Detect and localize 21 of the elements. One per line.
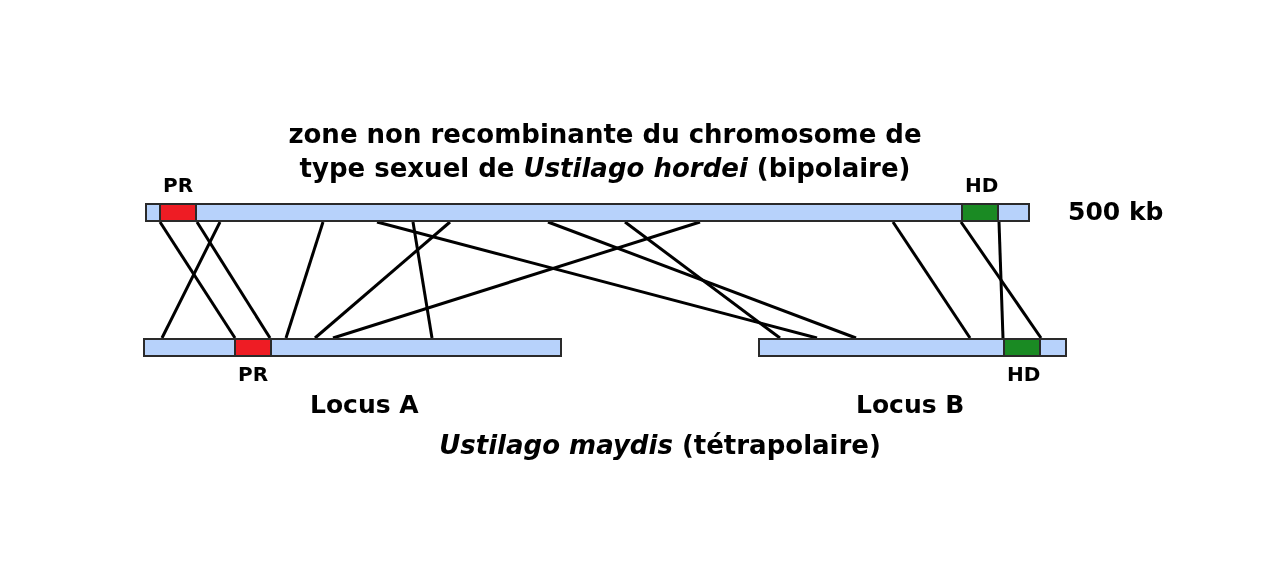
synteny-line (547, 220, 857, 340)
synteny-line (284, 221, 325, 339)
locus-label: Locus A (310, 390, 419, 419)
synteny-line (376, 220, 818, 340)
synteny-line (160, 221, 222, 339)
synteny-line (332, 220, 701, 340)
synteny-line (195, 221, 272, 339)
synteny-line (891, 221, 972, 339)
synteny-line (314, 220, 451, 340)
gene-label: PR (238, 362, 269, 386)
synteny-line (997, 221, 1005, 339)
synteny-line (959, 221, 1043, 339)
gene-label: PR (163, 173, 194, 197)
synteny-line (411, 221, 434, 339)
title: zone non recombinante du chromosome de type sexuel de Ustilago hordei (bipolaire) (287, 118, 923, 185)
caption: Ustilago maydis (tétrapolaire) (438, 430, 882, 460)
locus-label: Locus B (856, 390, 965, 419)
gene-label: HD (965, 173, 999, 197)
locus-label: 500 kb (1068, 197, 1164, 226)
synteny-line (624, 220, 781, 340)
gene-label: HD (1007, 362, 1041, 386)
